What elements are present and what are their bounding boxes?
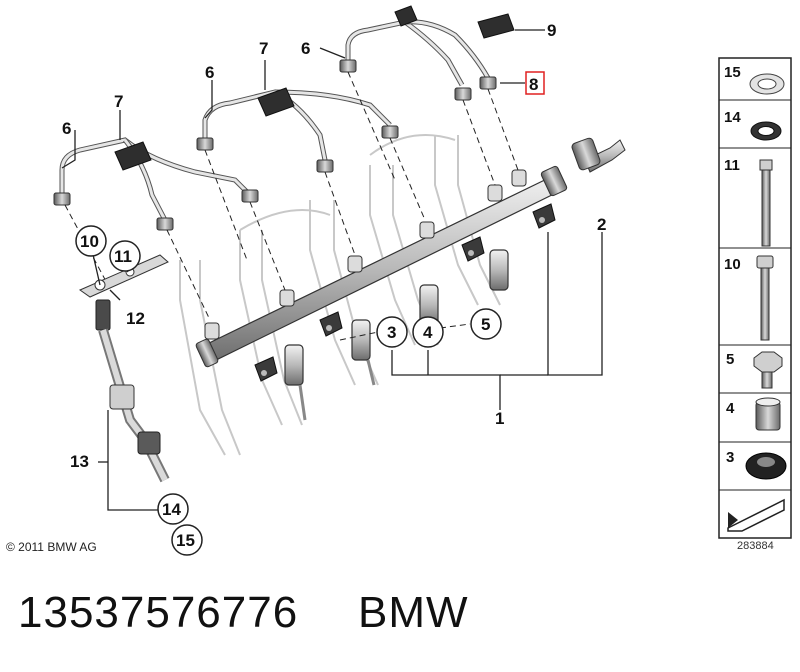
callout-14: 14 — [162, 500, 181, 519]
fuel-rail — [195, 165, 568, 382]
callout-6: 6 — [301, 39, 310, 58]
line-nuts — [53, 59, 497, 231]
callout-5: 5 — [481, 315, 490, 334]
hex-bolt-icon — [753, 351, 783, 389]
drawing-number: 283884 — [737, 540, 774, 552]
grommet-icon — [745, 452, 787, 480]
callout-10: 10 — [80, 232, 99, 251]
o-ring-icon — [750, 121, 782, 141]
line-clamps — [114, 5, 515, 171]
parts-sidebar: 15 14 11 10 5 4 3 — [718, 57, 792, 539]
arrow-symbol-icon — [727, 498, 785, 532]
sidebar-label-4: 4 — [726, 400, 735, 417]
sidebar-label-11: 11 — [724, 157, 740, 174]
callout-7: 7 — [259, 39, 268, 58]
callout-13: 13 — [70, 452, 89, 471]
part-number: 13537576776 — [18, 588, 299, 637]
callout-3: 3 — [387, 323, 396, 342]
injector-13 — [95, 299, 170, 483]
callout-6: 6 — [62, 119, 71, 138]
brand-name: BMW — [358, 588, 469, 637]
injection-lines — [59, 19, 491, 222]
sidebar-label-15: 15 — [724, 64, 741, 81]
sidebar-label-10: 10 — [724, 256, 741, 273]
solid-leaders — [61, 29, 603, 511]
copyright-text: © 2011 BMW AG — [6, 540, 97, 554]
callout-8: 8 — [529, 75, 538, 94]
callout-6: 6 — [205, 63, 214, 82]
callout-11: 11 — [114, 247, 132, 266]
bolt-icon — [756, 255, 774, 341]
callout-15: 15 — [176, 531, 195, 550]
callout-12: 12 — [126, 309, 145, 328]
callout-7: 7 — [114, 92, 123, 111]
sidebar-label-5: 5 — [726, 351, 734, 368]
sidebar-label-14: 14 — [724, 109, 741, 126]
seal-ring-icon — [749, 73, 785, 95]
parts-diagram: 15 14 11 10 5 4 3 — [53, 5, 792, 556]
bushing-icon — [755, 397, 781, 431]
callout-1: 1 — [495, 409, 504, 428]
callout-2: 2 — [597, 215, 606, 234]
callout-9: 9 — [547, 21, 556, 40]
callout-8-highlighted[interactable]: 8 — [525, 71, 545, 95]
pressure-sensor — [571, 137, 626, 173]
long-stud-icon — [759, 159, 773, 247]
callout-4: 4 — [423, 323, 433, 342]
injectors — [284, 249, 509, 421]
sidebar-label-3: 3 — [726, 449, 734, 466]
